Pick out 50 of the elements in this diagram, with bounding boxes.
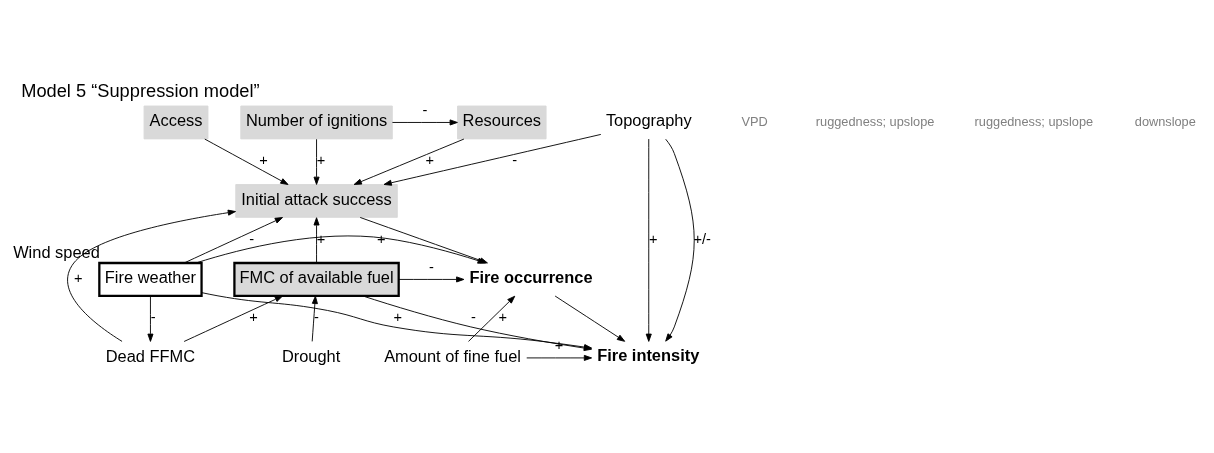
label: ruggedness; upslope	[974, 113, 1094, 129]
node-text: Drought	[281, 346, 341, 365]
arrow	[183, 295, 283, 342]
node-text: Fire intensity	[597, 346, 700, 365]
arrow	[183, 217, 283, 264]
edge-label: +	[649, 230, 658, 247]
edge-label: +/-	[693, 230, 711, 247]
edge-label: -	[428, 258, 434, 275]
node-box: FMC of available fuel	[233, 261, 400, 297]
node-text: Dead FFMC	[105, 346, 196, 365]
edge-label: +	[393, 309, 403, 326]
arrow	[645, 138, 652, 342]
arrow	[468, 295, 516, 342]
arrow	[313, 217, 320, 264]
edge-label: +	[316, 152, 326, 169]
edge-label: -	[512, 152, 518, 169]
edge-label: -	[314, 309, 319, 326]
label: VPD	[741, 113, 768, 129]
edge-label: +	[259, 152, 268, 169]
node-box: Number of ignitions	[240, 105, 393, 140]
arrow	[67, 209, 236, 342]
arrow	[147, 295, 154, 342]
node-text: Amount of fine fuel	[384, 346, 521, 365]
node-text: Fire occurrence	[469, 267, 593, 286]
arrow	[383, 133, 602, 186]
node-box: Fire weather	[98, 261, 203, 297]
arrow	[526, 354, 593, 361]
edge-label: -	[471, 309, 476, 326]
arrow	[665, 138, 695, 342]
arrow	[554, 295, 626, 342]
arrow	[313, 138, 320, 185]
arrow	[353, 138, 465, 185]
arrow	[392, 119, 458, 126]
diagram-title: Model 5 “Suppression model”	[21, 79, 260, 101]
edge-label: +	[74, 269, 83, 286]
arrow	[311, 295, 318, 342]
node-box: Resources	[457, 105, 547, 140]
node-box: Access	[143, 105, 209, 140]
node-box: Initial attack success	[235, 184, 398, 218]
label: downslope	[1134, 113, 1196, 129]
edge-label: -	[422, 101, 428, 118]
edge-label: -	[249, 230, 255, 247]
arrow	[398, 276, 465, 283]
arrow	[204, 138, 289, 185]
edge-label: +	[498, 309, 507, 326]
edge-label: +	[425, 152, 434, 169]
label: ruggedness; upslope	[815, 113, 935, 129]
edge-label: -	[150, 309, 156, 326]
node-text: Topography	[605, 111, 692, 130]
edge-label: +	[249, 309, 258, 326]
